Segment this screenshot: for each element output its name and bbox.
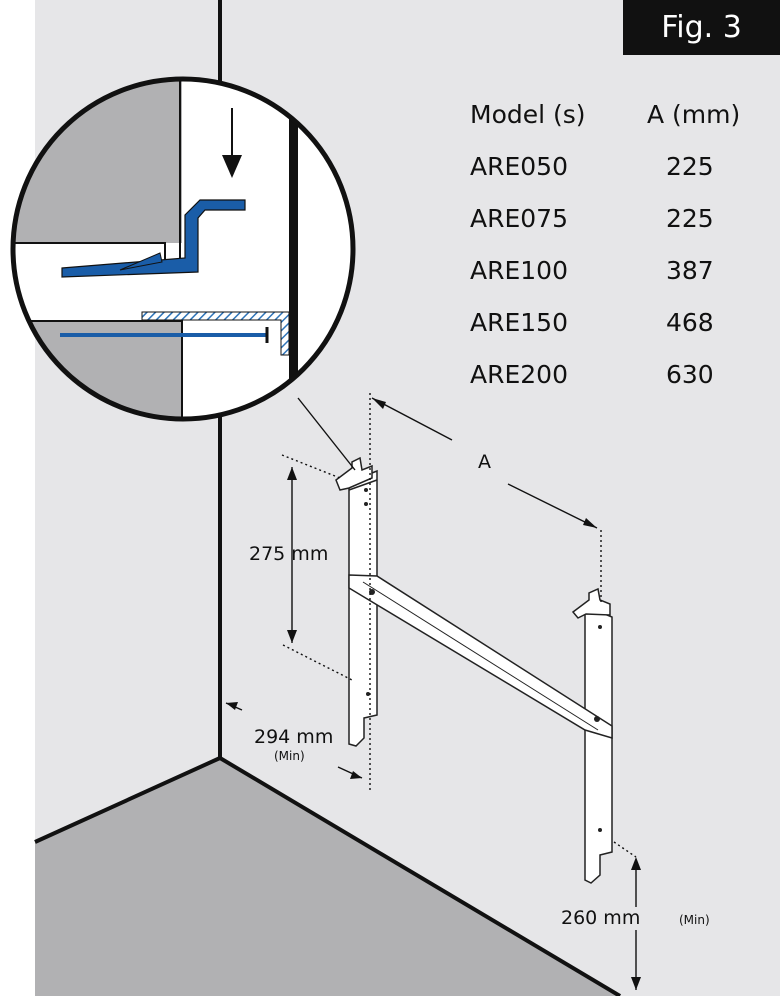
dimension-side-min: (Min) [274, 749, 305, 763]
a-value-cell: 225 [666, 204, 714, 233]
a-value-cell: 630 [666, 360, 714, 389]
right-upright [584, 604, 613, 884]
figure-label: Fig. 3 [623, 0, 780, 55]
dimension-height-label: 275 mm [249, 543, 329, 565]
a-value-cell: 225 [666, 152, 714, 181]
left-top-hook [335, 456, 373, 491]
table-row: ARE075 225 [470, 204, 770, 256]
dimension-a-label: A [478, 451, 491, 473]
model-cell: ARE100 [470, 256, 568, 285]
left-upright [348, 469, 378, 747]
floor-edge-back [218, 756, 622, 996]
wall-section [289, 79, 298, 419]
floor-edge-left [34, 756, 221, 844]
right-top-hook [571, 587, 611, 619]
a-value-cell: 468 [666, 308, 714, 337]
a-column-header: A (mm) [647, 100, 741, 129]
wall-rail-hatched [141, 311, 290, 356]
table-row: ARE100 387 [470, 256, 770, 308]
table-header: Model (s) A (mm) [470, 100, 770, 152]
model-table: Model (s) A (mm) ARE050 225 ARE075 225 A… [470, 100, 770, 412]
table-row: ARE150 468 [470, 308, 770, 360]
dimension-side-label: 294 mm [254, 726, 334, 748]
model-cell: ARE150 [470, 308, 568, 337]
a-value-cell: 387 [666, 256, 714, 285]
model-cell: ARE075 [470, 204, 568, 233]
model-cell: ARE050 [470, 152, 568, 181]
table-row: ARE050 225 [470, 152, 770, 204]
floor [35, 758, 620, 996]
dimension-lines [225, 393, 637, 990]
model-column-header: Model (s) [470, 100, 586, 129]
back-wall [220, 0, 780, 996]
dimension-floor-min: (Min) [679, 913, 710, 927]
wall-bracket [335, 456, 613, 884]
table-row: ARE200 630 [470, 360, 770, 412]
dimension-floor-label: 260 mm [561, 907, 641, 929]
detail-magnifier [10, 76, 356, 422]
dimension-arrowheads [226, 398, 641, 990]
model-cell: ARE200 [470, 360, 568, 389]
